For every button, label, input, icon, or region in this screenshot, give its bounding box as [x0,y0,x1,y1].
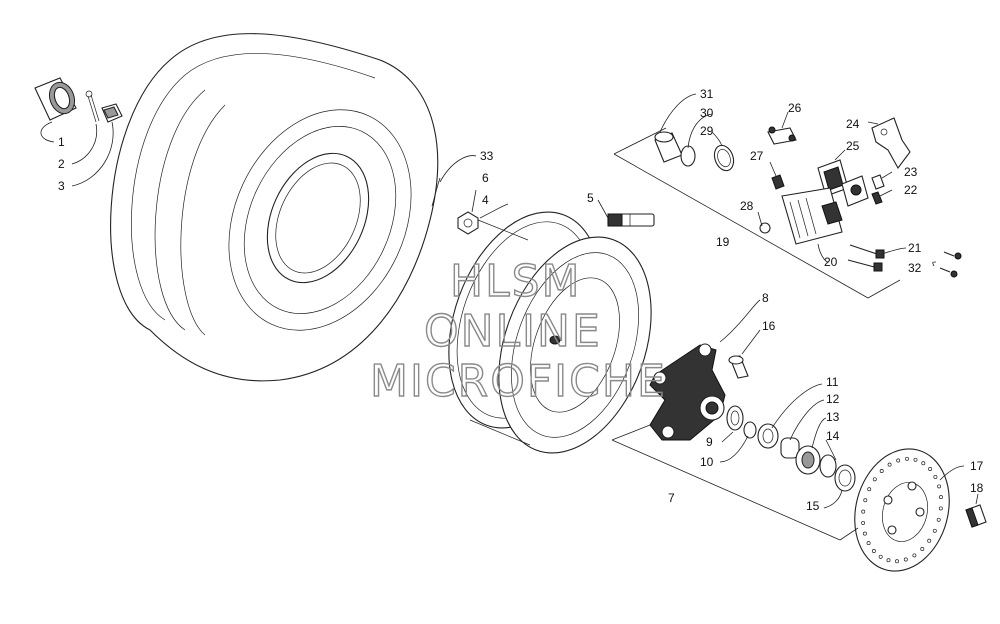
caliper-bolts-21[interactable] [847,244,885,272]
callout-25[interactable]: 25 [846,139,860,153]
screw-23[interactable] [871,174,885,190]
seal-ring-29[interactable] [711,143,737,174]
callout-33[interactable]: 33 [480,149,494,163]
callout-18[interactable]: 18 [970,481,984,495]
spacer-10[interactable] [743,421,757,439]
disc-perforation [932,528,937,533]
callout-19[interactable]: 19 [716,235,730,249]
disc-perforation [913,457,918,462]
tire[interactable] [110,33,446,382]
disc-perforation [938,506,943,511]
callout-17[interactable]: 17 [970,459,984,473]
o-ring-30[interactable] [680,145,696,167]
callout-29[interactable]: 29 [700,124,714,138]
callout-22[interactable]: 22 [904,183,918,197]
bearing-11[interactable] [757,423,779,449]
disc-perforation [861,509,866,514]
callout-21[interactable]: 21 [908,241,922,255]
seal-14[interactable] [819,454,837,478]
wheel-stud[interactable] [607,213,655,227]
callout-16[interactable]: 16 [762,319,776,333]
disc-perforation [936,517,941,522]
caliper-body-20[interactable] [781,187,843,245]
disc-perforation [861,520,866,525]
hub-bolt[interactable] [728,355,749,379]
watermark: HLSM ONLINE MICROFICHE [369,255,667,407]
wheel-hub[interactable] [649,343,726,441]
watermark-line-3: MICROFICHE [370,356,667,407]
callout-2[interactable]: 2 [58,157,65,171]
disc-perforation [862,531,867,536]
callout-20[interactable]: 20 [824,255,838,269]
disc-perforation [927,538,932,543]
bearing-13[interactable] [795,445,821,475]
callout-13[interactable]: 13 [826,410,840,424]
callout-24[interactable]: 24 [846,117,860,131]
callout-31[interactable]: 31 [700,87,714,101]
callout-4[interactable]: 4 [482,193,489,207]
pad-spring-26[interactable] [767,126,797,145]
callout-12[interactable]: 12 [826,392,840,406]
disc-perforation [871,549,876,553]
watermark-line-2: ONLINE [424,306,602,357]
wheel-rim[interactable] [421,191,679,474]
castle-nut[interactable] [101,103,123,123]
callout-28[interactable]: 28 [740,199,754,213]
disc-perforation [928,467,933,471]
seal-15[interactable] [834,464,856,492]
bolt-32[interactable] [939,251,962,278]
disc-perforation [867,487,872,492]
disc-perforation [878,554,883,559]
disc-perforation [920,547,925,551]
disc-perforation [886,558,891,563]
disc-perforation [866,541,871,546]
bleeder-27[interactable] [771,174,785,190]
disc-perforation [905,456,909,461]
disc-perforation [896,458,901,463]
callout-27[interactable]: 27 [750,149,764,163]
seal-9[interactable] [726,405,744,431]
callout-10[interactable]: 10 [700,455,714,469]
callout-8[interactable]: 8 [762,291,769,305]
callout-7[interactable]: 7 [668,491,675,505]
cotter-pin[interactable] [85,90,100,123]
spacer-12[interactable] [780,437,800,459]
brake-disc[interactable] [842,438,963,582]
disc-perforation [879,469,884,473]
disc-perforation [937,484,942,489]
watermark-line-1: HLSM [450,256,582,307]
disc-perforation [933,474,938,479]
disc-perforation [872,477,877,482]
disc-perforation [912,553,917,558]
caliper-sleeve-31[interactable] [654,131,683,163]
callout-11[interactable]: 11 [826,375,839,389]
disc-perforation [938,495,943,500]
callout-3[interactable]: 3 [58,179,65,193]
callout-32[interactable]: 32 [908,261,922,275]
callout-26[interactable]: 26 [788,101,802,115]
disc-perforation [921,461,926,466]
callout-9[interactable]: 9 [706,435,713,449]
disc-perforation [863,498,868,503]
disc-perforation [895,559,899,564]
screw-22[interactable] [871,191,883,205]
lug-nut[interactable] [457,211,479,235]
callout-23[interactable]: 23 [904,165,918,179]
callout-1[interactable]: 1 [58,135,65,149]
callout-6[interactable]: 6 [482,171,489,185]
plug-28[interactable] [759,222,771,234]
disc-perforation [887,462,892,467]
callout-15[interactable]: 15 [806,499,820,513]
hub-cap[interactable] [34,77,79,121]
callout-5[interactable]: 5 [587,191,594,205]
disc-perforation [903,557,908,562]
brake-pads-25[interactable] [817,159,869,207]
bracket-24[interactable] [871,117,911,170]
callout-14[interactable]: 14 [826,429,840,443]
disc-bolt[interactable] [965,504,987,528]
callout-30[interactable]: 30 [700,106,714,120]
